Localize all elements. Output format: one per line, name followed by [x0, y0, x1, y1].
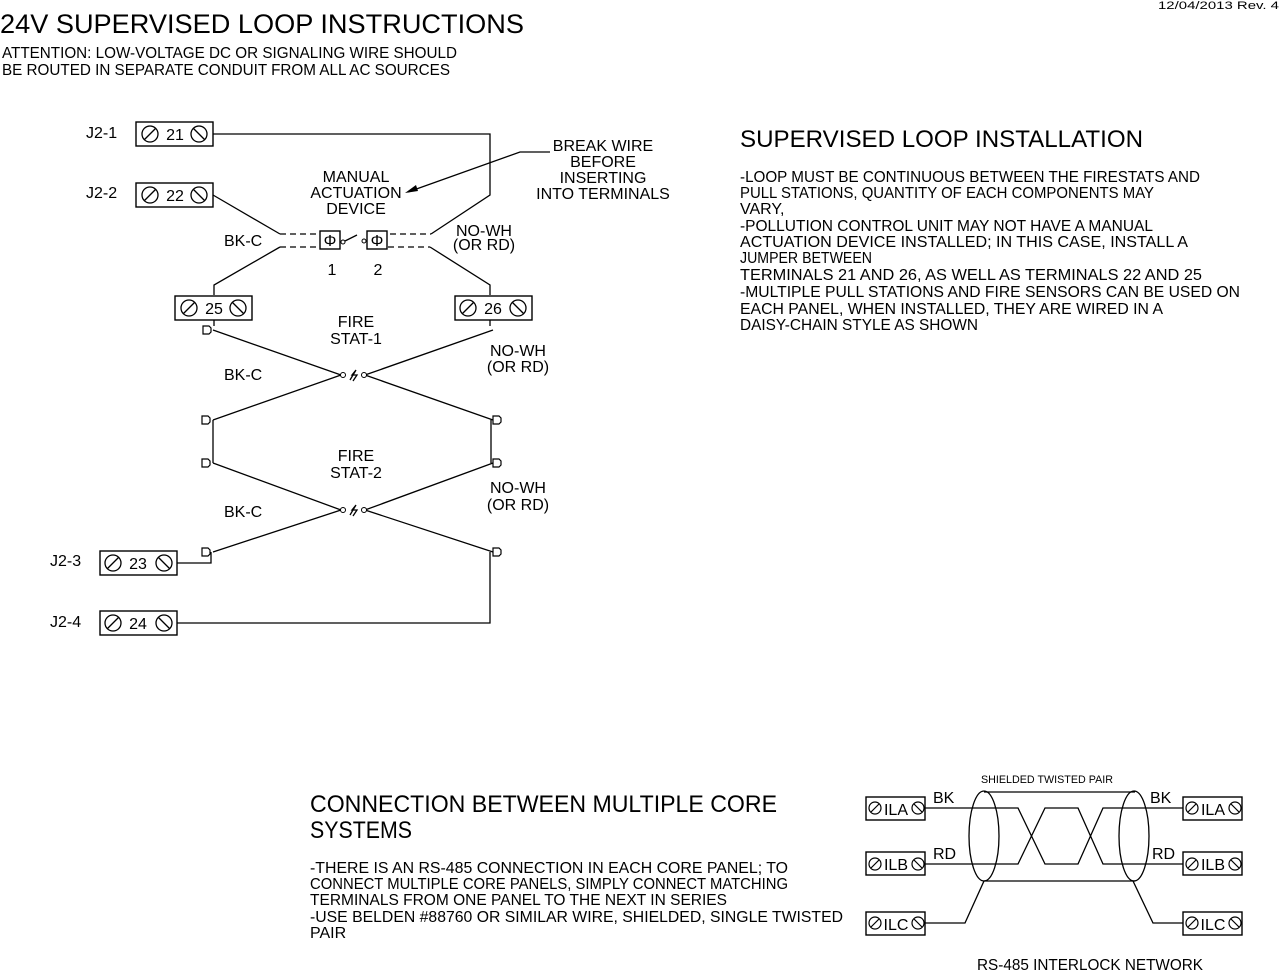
connector-j2-4: J2-4	[50, 614, 81, 631]
label-line: BEFORE	[570, 154, 636, 171]
label-line: FIRE	[338, 448, 374, 465]
label-line: BREAK WIRE	[553, 138, 653, 155]
wire-connectors	[201, 325, 502, 557]
rs485-bk-right: BK	[1150, 790, 1172, 807]
firestat-1-switch	[340, 369, 367, 382]
label-line: STAT-2	[330, 465, 382, 482]
label-line: FIRE	[338, 314, 374, 331]
rs485-rd-left: RD	[933, 846, 956, 863]
note-line: EACH PANEL, WHEN INSTALLED, THEY ARE WIR…	[740, 301, 1163, 318]
terminal-label: ILB	[1201, 857, 1225, 874]
note-line: PAIR	[310, 925, 346, 942]
rs485-terminal-ilb-left: ILB	[865, 851, 926, 876]
rs485-rd-right: RD	[1152, 846, 1175, 863]
label-line: MANUAL	[323, 169, 390, 186]
note-line: VARY,	[740, 201, 784, 218]
installation-notes: -LOOP MUST BE CONTINUOUS BETWEEN THE FIR…	[740, 169, 1240, 334]
device-pin-2: 2	[374, 262, 383, 279]
manual-actuation-device: Φ Φ	[319, 230, 388, 250]
device-pin-1: 1	[328, 262, 337, 279]
manual-device-label: MANUAL ACTUATION DEVICE	[310, 169, 401, 218]
wire-bk-label-1: BK-C	[224, 233, 262, 250]
wire-no-label-2: NO-WH (OR RD)	[487, 343, 549, 376]
terminal-label: 26	[484, 301, 502, 318]
attention-line-2: BE ROUTED IN SEPARATE CONDUIT FROM ALL A…	[2, 62, 450, 79]
terminal-label: 23	[129, 556, 147, 573]
label-line: (OR RD)	[487, 497, 549, 514]
rs485-terminal-ilc-left: ILC	[865, 911, 926, 936]
terminal-label: 24	[129, 616, 147, 633]
wire-no-label-1: NO-WH (OR RD)	[453, 223, 515, 254]
note-line: JUMPER BETWEEN	[740, 250, 872, 267]
loop-wires	[177, 133, 550, 624]
rs485-terminal-ila-right: ILA	[1182, 796, 1243, 821]
device-glyph-2: Φ	[371, 233, 384, 250]
connection-title-1: CONNECTION BETWEEN MULTIPLE CORE	[310, 791, 777, 818]
terminal-23: 23	[99, 550, 178, 576]
label-line: (OR RD)	[453, 237, 515, 254]
shield-label: SHIELDED TWISTED PAIR	[981, 774, 1113, 786]
terminal-25: 25	[174, 295, 253, 321]
note-line: DAISY-CHAIN STYLE AS SHOWN	[740, 317, 978, 334]
firestat-2-switch	[340, 504, 367, 517]
device-glyph-1: Φ	[324, 233, 337, 250]
note-line: -USE BELDEN #88760 OR SIMILAR WIRE, SHIE…	[310, 909, 843, 926]
page-title: 24V SUPERVISED LOOP INSTRUCTIONS	[0, 9, 524, 39]
shield-right-ellipse	[1118, 790, 1150, 882]
break-wire-note: BREAK WIRE BEFORE INSERTING INTO TERMINA…	[536, 138, 670, 203]
connector-j2-1: J2-1	[86, 125, 117, 142]
label-line: (OR RD)	[487, 359, 549, 376]
rs485-bk-left: BK	[933, 790, 955, 807]
terminal-label: ILC	[884, 917, 909, 934]
rs485-terminal-ila-left: ILA	[865, 796, 926, 821]
note-line: -POLLUTION CONTROL UNIT MAY NOT HAVE A M…	[740, 218, 1153, 235]
shield-left-ellipse	[968, 790, 1000, 882]
terminal-label: ILA	[884, 802, 908, 819]
label-line: STAT-1	[330, 331, 382, 348]
rs485-wiring	[925, 790, 1183, 924]
wire-bk-label-2: BK-C	[224, 367, 262, 384]
connection-notes: -THERE IS AN RS-485 CONNECTION IN EACH C…	[310, 860, 843, 942]
rs485-terminal-ilb-right: ILB	[1182, 851, 1243, 876]
note-line: ACTUATION DEVICE INSTALLED; IN THIS CASE…	[740, 234, 1188, 251]
terminal-label: 21	[166, 127, 184, 144]
label-line: INTO TERMINALS	[536, 186, 670, 203]
installation-title: SUPERVISED LOOP INSTALLATION	[740, 126, 1143, 153]
label-line: NO-WH	[490, 480, 546, 497]
note-line: TERMINALS FROM ONE PANEL TO THE NEXT IN …	[310, 892, 727, 909]
connection-title-2: SYSTEMS	[310, 817, 412, 844]
attention-line-1: ATTENTION: LOW-VOLTAGE DC OR SIGNALING W…	[2, 45, 457, 62]
terminal-22: 22	[135, 182, 214, 208]
label-line: INSERTING	[560, 170, 647, 187]
label-line: ACTUATION	[310, 185, 401, 202]
terminal-21: 21	[135, 121, 214, 147]
terminal-label: ILA	[1201, 802, 1225, 819]
wire-bk-label-3: BK-C	[224, 504, 262, 521]
label-line: DEVICE	[326, 201, 386, 218]
terminal-label: 25	[205, 301, 223, 318]
note-line: CONNECT MULTIPLE CORE PANELS, SIMPLY CON…	[310, 876, 788, 893]
terminal-26: 26	[454, 295, 533, 321]
label-line: NO-WH	[490, 343, 546, 360]
note-line: TERMINALS 21 AND 26, AS WELL AS TERMINAL…	[740, 267, 1202, 284]
terminal-label: 22	[166, 188, 184, 205]
note-line: -THERE IS AN RS-485 CONNECTION IN EACH C…	[310, 860, 788, 877]
terminal-label: ILC	[1201, 917, 1226, 934]
connector-j2-2: J2-2	[86, 185, 117, 202]
note-line: PULL STATIONS, QUANTITY OF EACH COMPONEN…	[740, 185, 1154, 202]
note-line: -MULTIPLE PULL STATIONS AND FIRE SENSORS…	[740, 284, 1240, 301]
firestat-1-label: FIRE STAT-1	[330, 314, 382, 348]
terminal-24: 24	[99, 610, 178, 636]
date-revision: 12/04/2013 Rev. 4	[1158, 0, 1279, 12]
note-line: -LOOP MUST BE CONTINUOUS BETWEEN THE FIR…	[740, 169, 1200, 186]
firestat-2-label: FIRE STAT-2	[330, 448, 382, 482]
terminal-label: ILB	[884, 857, 908, 874]
rs485-caption: RS-485 INTERLOCK NETWORK	[977, 957, 1203, 971]
connector-j2-3: J2-3	[50, 553, 81, 570]
wire-no-label-3: NO-WH (OR RD)	[487, 480, 549, 514]
label-line: NO-WH	[456, 223, 512, 240]
rs485-terminal-ilc-right: ILC	[1182, 911, 1243, 936]
